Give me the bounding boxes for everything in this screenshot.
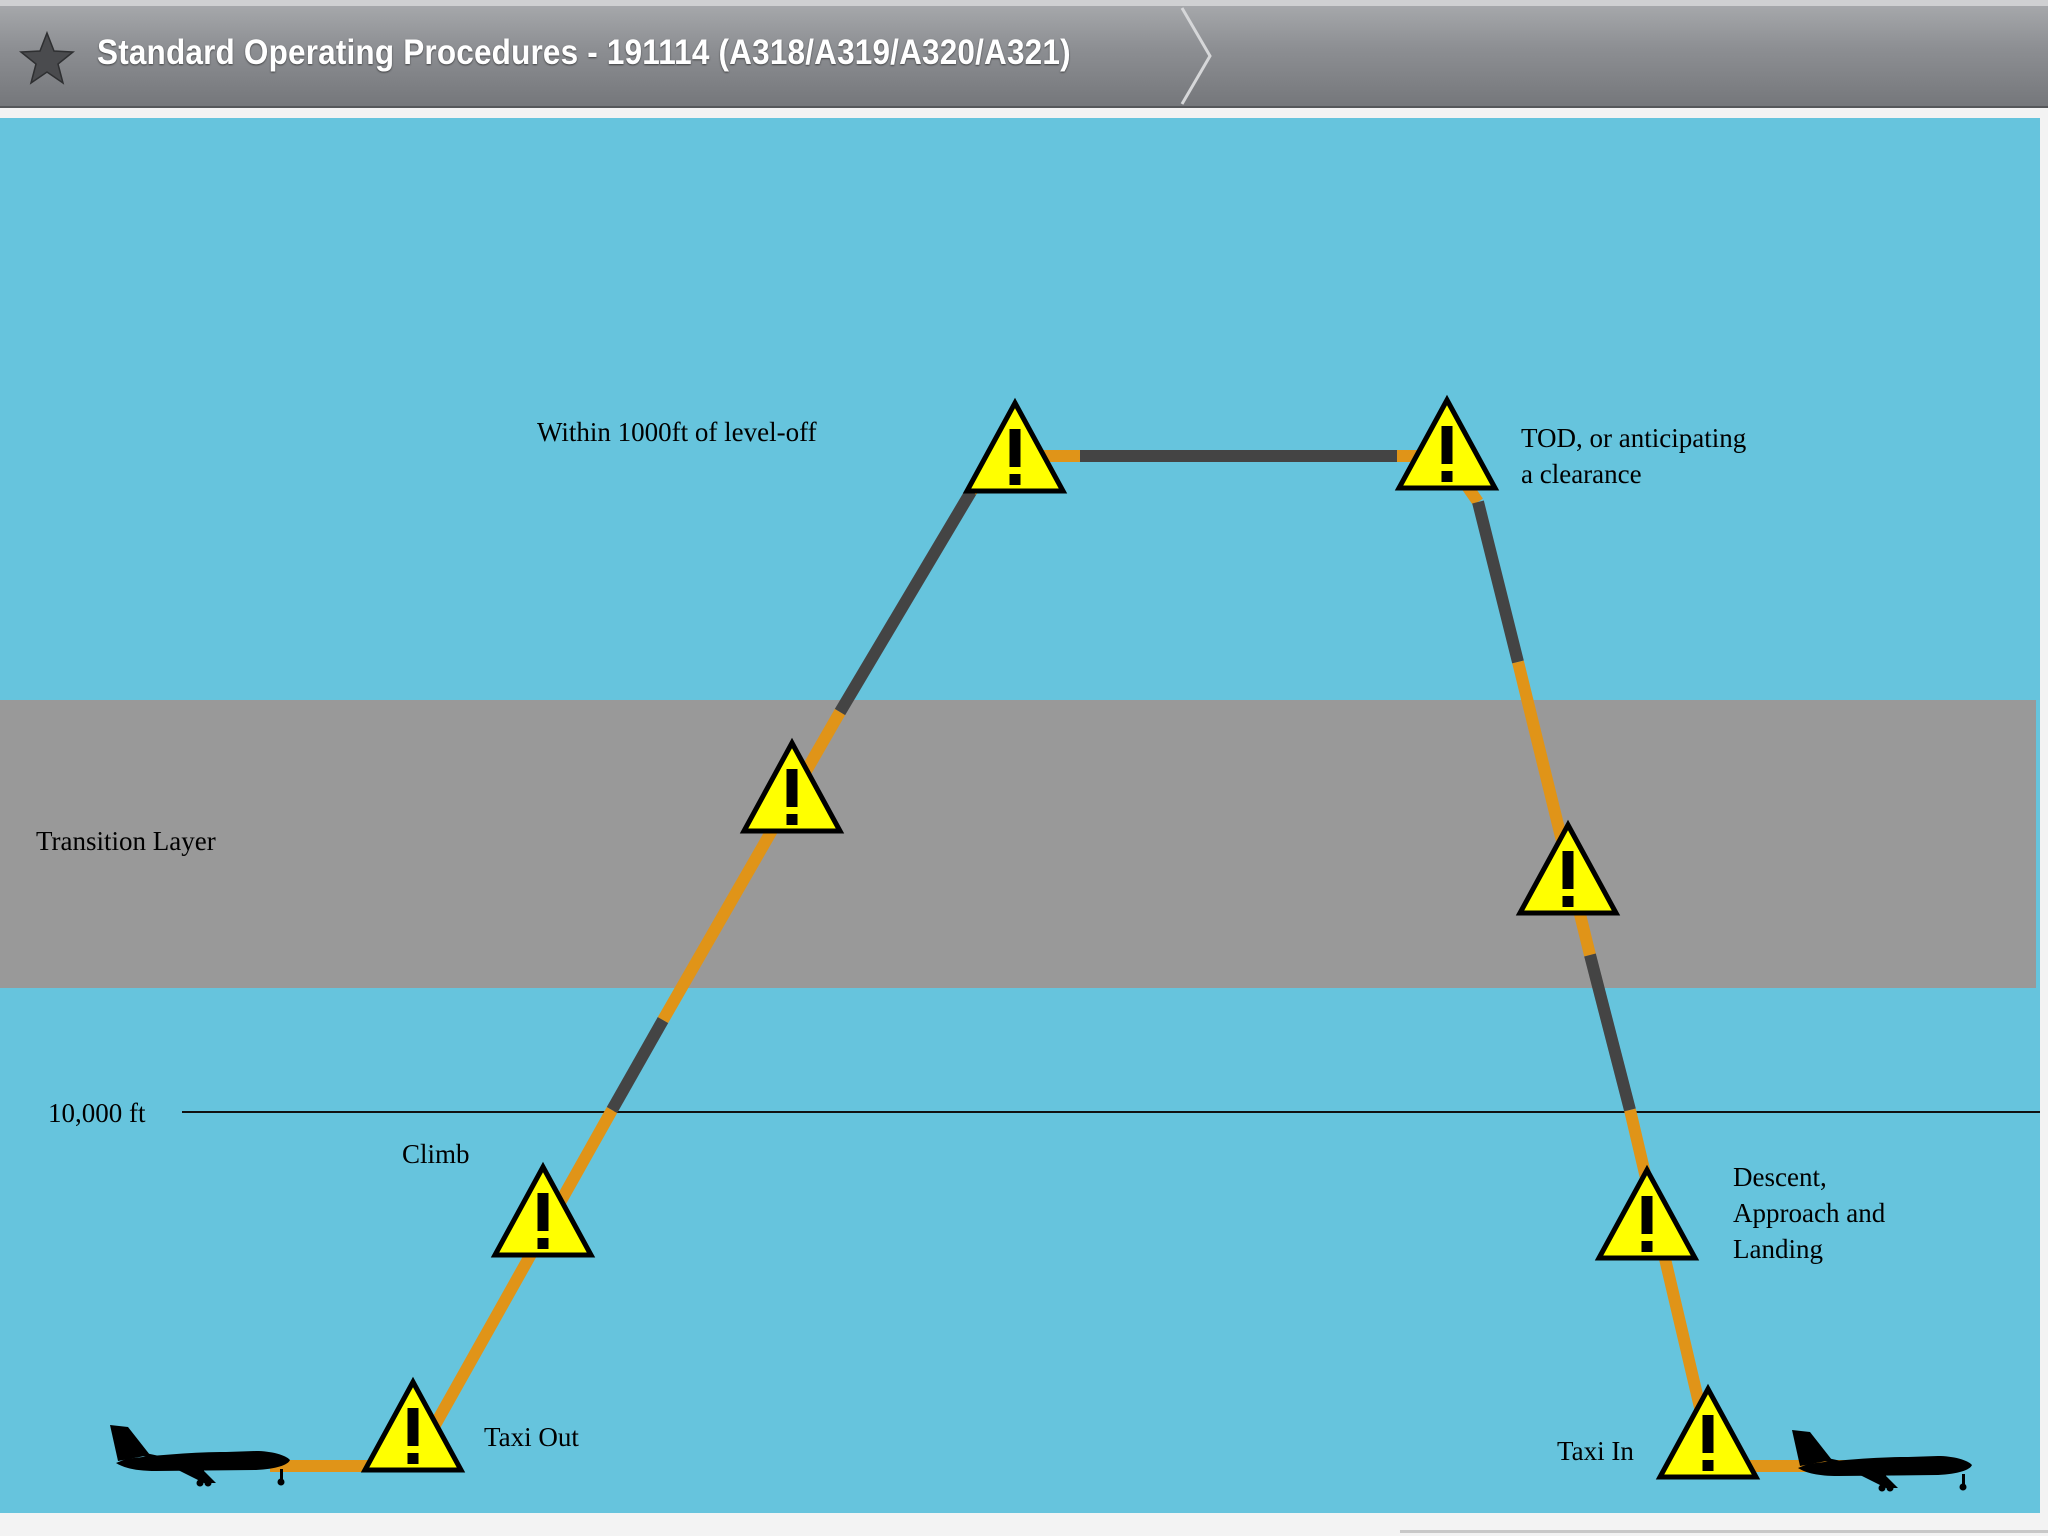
airplane-icon [1792, 1430, 1972, 1492]
footer-divider [1400, 1530, 2048, 1533]
transition-layer-band [0, 700, 2036, 988]
warning-icon [967, 403, 1063, 491]
page-title: Standard Operating Procedures - 191114 (… [97, 33, 1071, 72]
descent-label-line3: Landing [1733, 1234, 1823, 1264]
star-icon[interactable] [18, 30, 76, 88]
tod-label-line2: a clearance [1521, 459, 1642, 489]
level-off-label: Within 1000ft of level-off [537, 417, 817, 447]
warning-icon [1660, 1389, 1756, 1477]
flight-phase-diagram: Transition Layer 10,000 ft Climb Taxi Ou… [0, 118, 2048, 1513]
taxi-in-label: Taxi In [1557, 1436, 1634, 1466]
descent-label-line1: Descent, [1733, 1162, 1827, 1192]
descent-label-line2: Approach and [1733, 1198, 1886, 1228]
transition-layer-label: Transition Layer [36, 826, 216, 856]
warning-icon [1599, 1170, 1695, 1258]
tod-label-line1: TOD, or anticipating [1521, 423, 1746, 453]
climb-label: Climb [402, 1139, 470, 1169]
title-bar-strip [0, 0, 2048, 6]
taxi-out-label: Taxi Out [484, 1422, 579, 1452]
title-bar: Standard Operating Procedures - 191114 (… [0, 0, 2048, 108]
warning-icon [1399, 400, 1495, 488]
breadcrumb-chevron-icon [1180, 7, 1212, 105]
ten-thousand-ft-label: 10,000 ft [48, 1098, 146, 1128]
airplane-icon [110, 1425, 290, 1487]
